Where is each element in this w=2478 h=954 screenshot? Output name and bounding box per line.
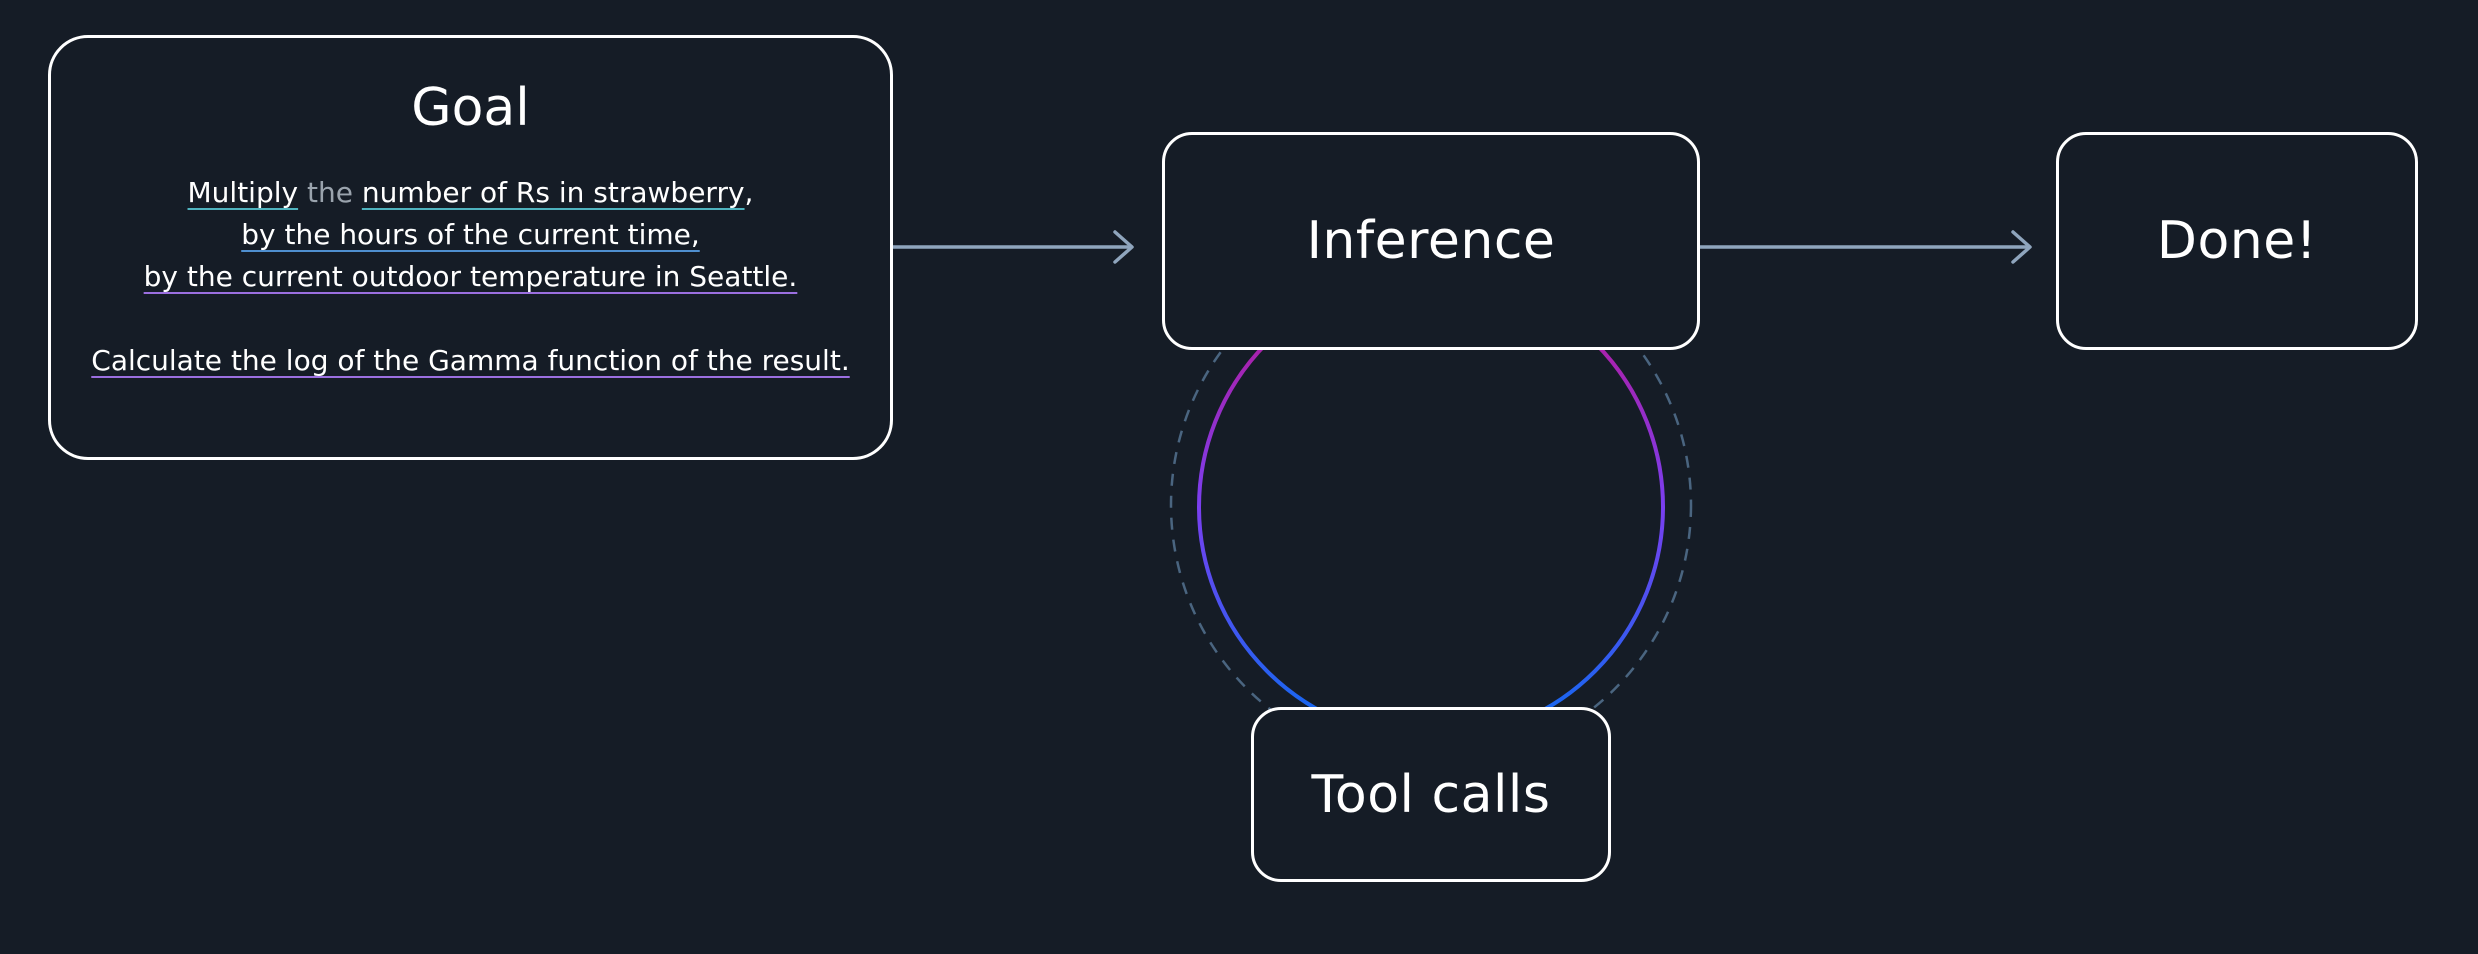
goal-comma: , (744, 176, 754, 209)
goal-description: Multiply the number of Rs in strawberry,… (91, 172, 849, 382)
arrow-goal-to-inference (893, 230, 1134, 264)
goal-line-1: Multiply the number of Rs in strawberry, (91, 172, 849, 214)
goal-line-4: Calculate the log of the Gamma function … (91, 340, 849, 382)
goal-line-3: by the current outdoor temperature in Se… (91, 256, 849, 298)
done-node: Done! (2056, 132, 2418, 350)
arrow-inference-to-done (1700, 230, 2032, 264)
goal-space (353, 176, 362, 209)
goal-spacer (91, 298, 849, 340)
goal-title: Goal (411, 78, 530, 138)
goal-phrase-rs-in-strawberry: number of Rs in strawberry (361, 176, 745, 209)
goal-phrase-gamma: Calculate the log of the Gamma function … (91, 344, 850, 377)
done-label: Done! (2156, 211, 2318, 271)
tool-calls-node: Tool calls (1251, 707, 1611, 882)
goal-line-2: by the hours of the current time, (91, 214, 849, 256)
goal-phrase-temperature: by the current outdoor temperature in Se… (143, 260, 798, 293)
inference-node: Inference (1162, 132, 1700, 350)
goal-word-multiply: Multiply (187, 176, 299, 209)
goal-phrase-hours: by the hours of the current time, (241, 218, 700, 251)
goal-space (298, 176, 307, 209)
goal-word-the: the (307, 176, 353, 209)
inference-label: Inference (1306, 211, 1556, 271)
goal-node: Goal Multiply the number of Rs in strawb… (48, 35, 893, 460)
dashed-loop (1169, 243, 1693, 767)
tool-calls-label: Tool calls (1311, 764, 1551, 825)
